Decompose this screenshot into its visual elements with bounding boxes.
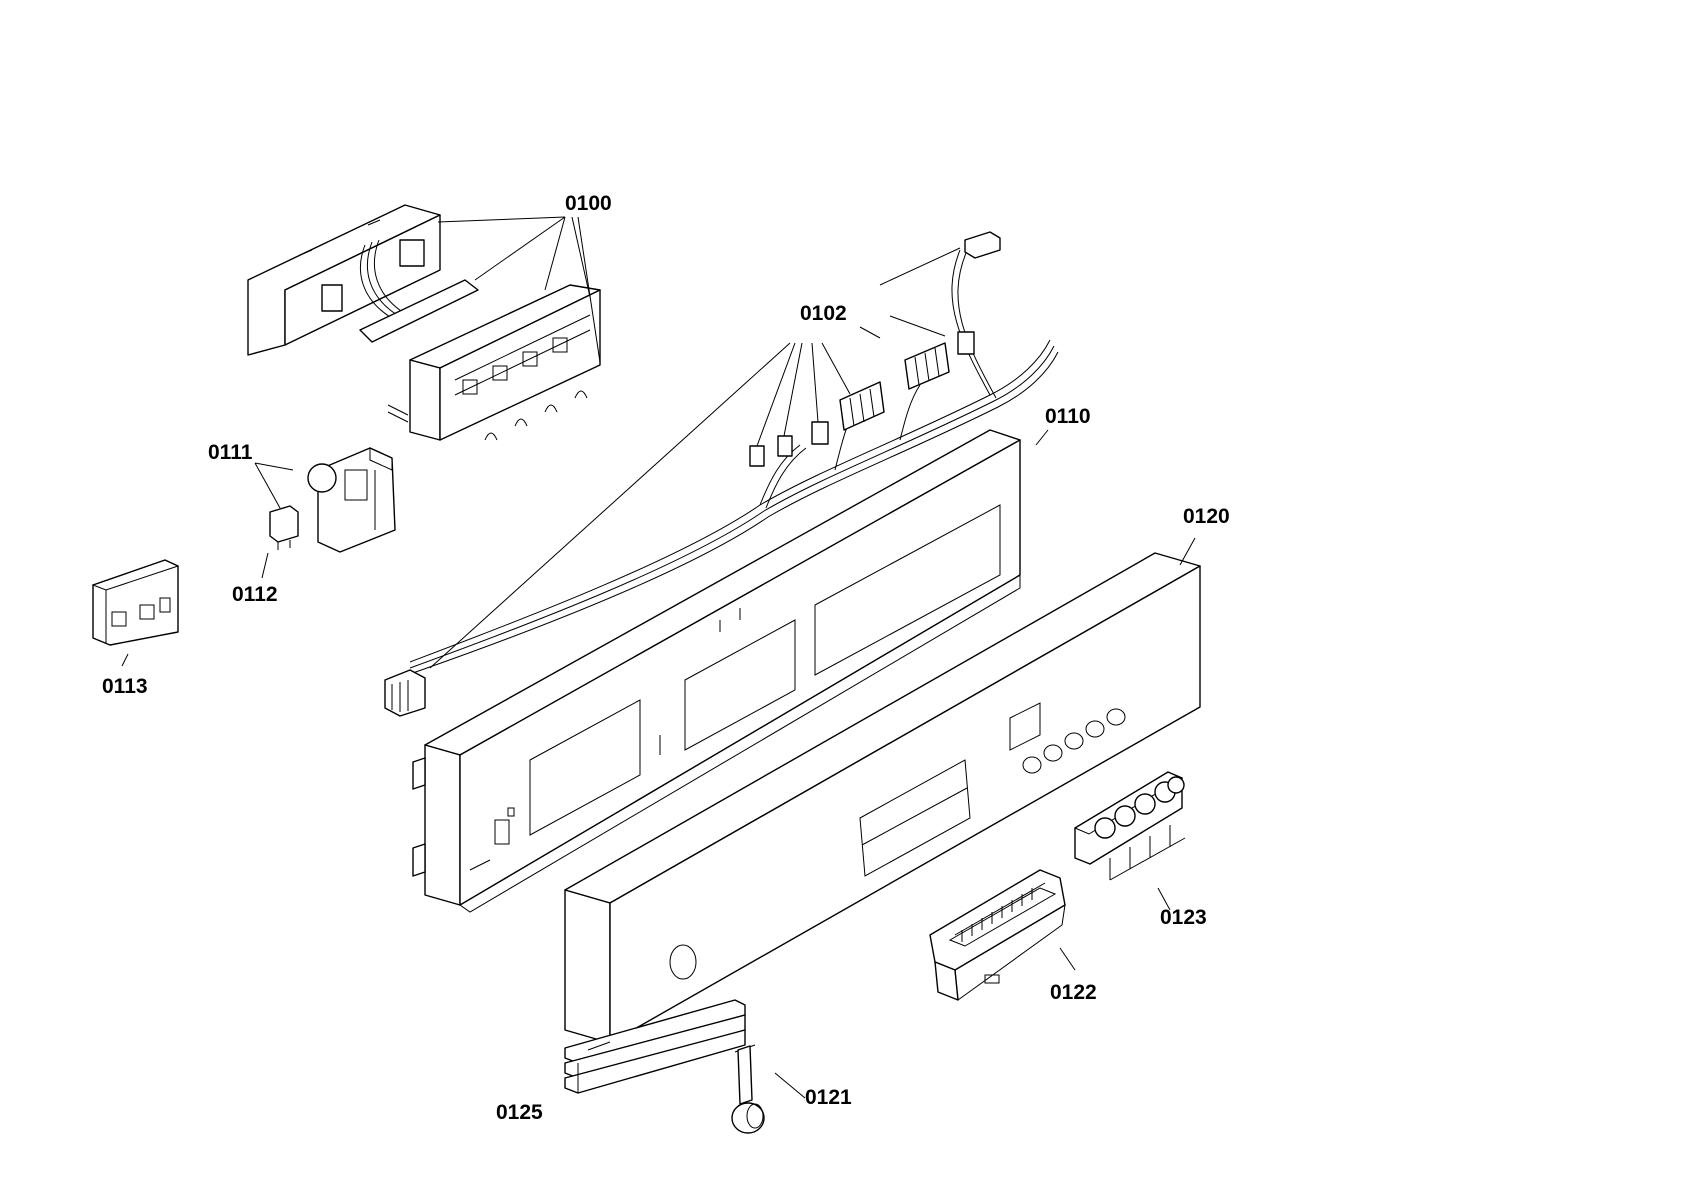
part-0111-door-switch[interactable] (307, 447, 396, 553)
part-0112-switch-cover[interactable] (269, 505, 299, 550)
part-0121-lever[interactable] (731, 1044, 765, 1134)
part-0113-interlock[interactable] (91, 559, 180, 646)
label-0112: 0112 (232, 583, 278, 606)
part-0125-trim-strips[interactable] (564, 999, 746, 1094)
part-0110-inner-panel-frame[interactable] (412, 429, 1021, 913)
part-0123-button-strip[interactable] (1073, 771, 1185, 865)
part-0102-wiring-harness[interactable] (384, 231, 1059, 717)
label-0125: 0125 (496, 1101, 543, 1124)
label-0100: 0100 (565, 192, 612, 215)
part-0100-electronic-module[interactable] (247, 204, 601, 441)
label-0110: 0110 (1045, 405, 1091, 428)
label-0123: 0123 (1160, 906, 1207, 929)
label-0111: 0111 (208, 441, 253, 464)
part-0122-button-block[interactable] (929, 869, 1066, 1001)
part-0120-control-panel[interactable] (564, 552, 1201, 1044)
label-0113: 0113 (102, 675, 148, 698)
label-0121: 0121 (805, 1086, 852, 1109)
leader-lines (121, 216, 1196, 1099)
label-0102: 0102 (800, 302, 847, 325)
label-0122: 0122 (1050, 981, 1097, 1004)
callout-labels: 0100 0102 0110 0111 0112 0113 0120 0121 … (102, 192, 1230, 1124)
label-0120: 0120 (1183, 505, 1230, 528)
